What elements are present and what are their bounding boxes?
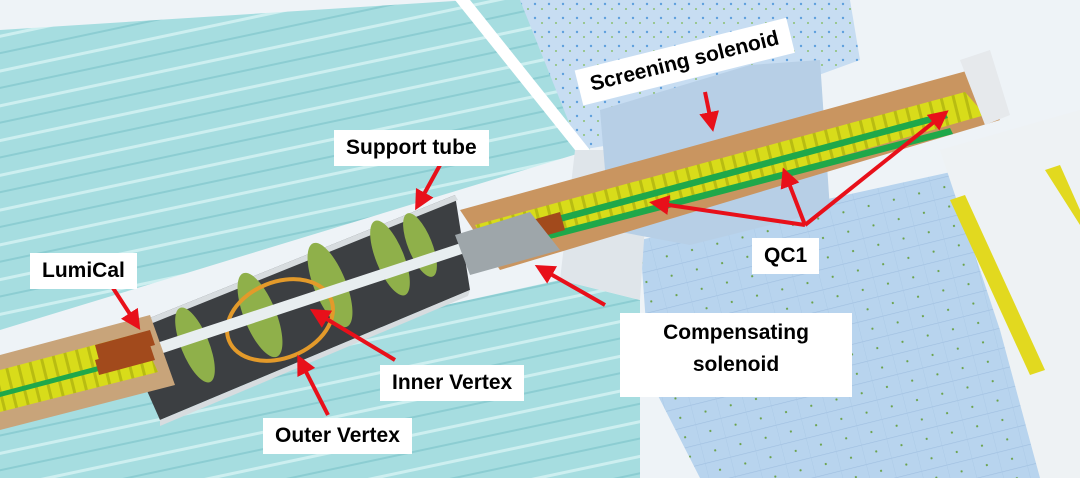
arrow-outer-vertex (297, 354, 330, 416)
arrow-qc1-b (780, 167, 807, 226)
label-compensating-solenoid: Compensating solenoid (620, 313, 852, 397)
arrow-compensating-solenoid (534, 265, 606, 307)
left-lower-calorimeter-region (0, 280, 640, 478)
label-qc1: QC1 (752, 238, 820, 274)
arrow-inner-vertex (309, 308, 397, 362)
yellow-rail-upper (950, 195, 1045, 375)
label-compensating-solenoid-line2: solenoid (692, 353, 780, 376)
label-inner-vertex: Inner Vertex (380, 365, 525, 401)
yellow-rail-lower (1045, 165, 1080, 225)
label-support-tube: Support tube (334, 130, 489, 166)
arrow-qc1-c (803, 110, 949, 227)
arrow-support-tube (415, 164, 442, 211)
left-calorimeter-region (0, 0, 590, 330)
right-calorimeter-region (640, 170, 1080, 478)
beam-pipe (120, 240, 474, 366)
label-compensating-solenoid-line1: Compensating (663, 321, 809, 344)
arrow-lumical (111, 286, 141, 331)
lumical-assembly (0, 315, 175, 430)
white-frame-left (455, 0, 590, 150)
arrow-qc1-a (649, 195, 806, 227)
label-lumical: LumiCal (30, 253, 137, 289)
arrow-screening-solenoid (699, 91, 719, 132)
qc1-magnet-assembly (460, 50, 1010, 270)
label-outer-vertex: Outer Vertex (263, 418, 412, 454)
compensating-solenoid (455, 212, 560, 275)
outer-vertex-barrel (225, 277, 335, 363)
